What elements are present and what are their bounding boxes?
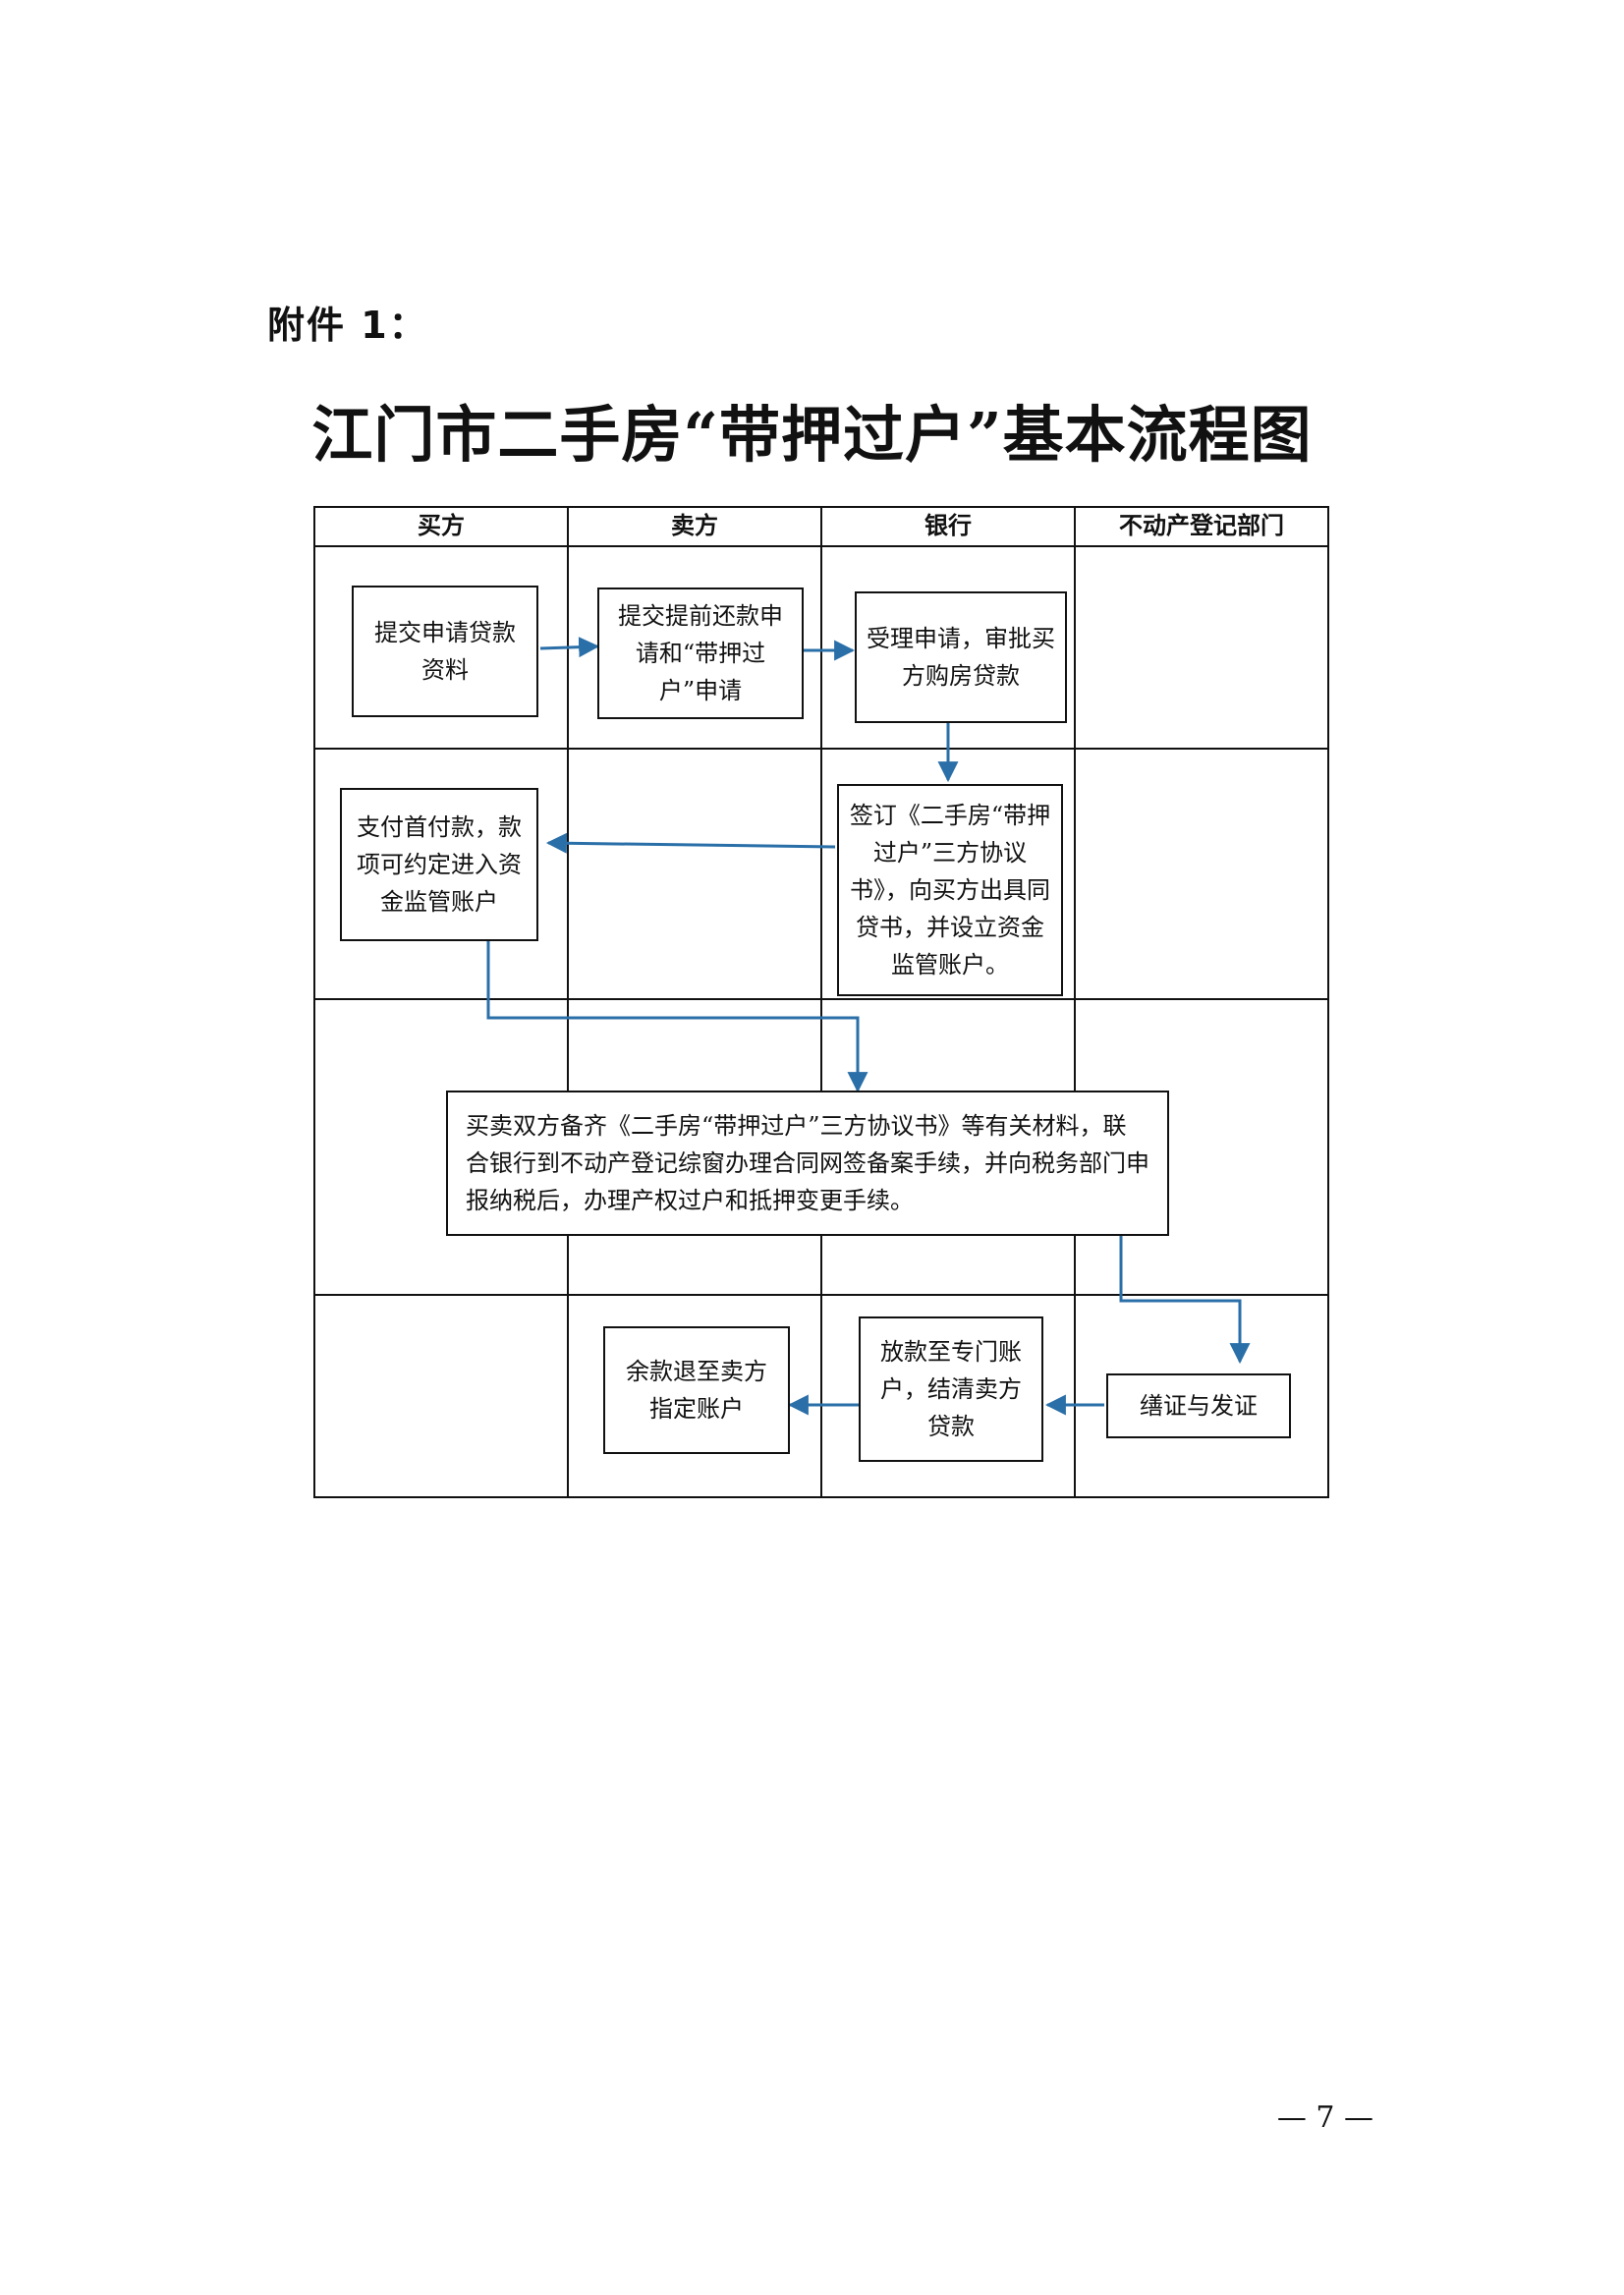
- page-number: — 7 —: [1276, 2100, 1373, 2135]
- step-text: 提交提前还款申请和“带押过户”申请: [618, 602, 783, 704]
- lane-header-buyer: 买方: [418, 511, 465, 539]
- step-seller-apply: 提交提前还款申请和“带押过户”申请: [597, 588, 804, 719]
- step-buyer-submit: 提交申请贷款资料: [352, 586, 538, 717]
- step-text: 支付首付款，款项可约定进入资金监管账户: [357, 813, 522, 916]
- step-bank-sign: 签订《二手房“带押过户”三方协议书》，向买方出具同贷书，并设立资金监管账户。: [837, 784, 1063, 996]
- step-text: 签订《二手房“带押过户”三方协议书》，向买方出具同贷书，并设立资金监管账户。: [849, 802, 1051, 979]
- step-bank-release: 放款至专门账户，结清卖方贷款: [859, 1316, 1043, 1462]
- step-text: 提交申请贷款资料: [374, 619, 516, 684]
- lane-header-bank: 银行: [924, 511, 972, 539]
- step-text: 放款至专门账户，结清卖方贷款: [880, 1338, 1022, 1440]
- lane-header-registry: 不动产登记部门: [1119, 511, 1284, 539]
- step-buyer-pay: 支付首付款，款项可约定进入资金监管账户: [340, 788, 538, 941]
- step-joint-register: 买卖双方备齐《二手房“带押过户”三方协议书》等有关材料，联合银行到不动产登记综窗…: [446, 1091, 1169, 1236]
- attachment-label: 附件 1：: [267, 304, 428, 347]
- arrow-pay-to-register: [486, 941, 868, 1093]
- page-title: 江门市二手房“带押过户”基本流程图: [311, 399, 1313, 471]
- step-text: 受理申请，审批买方购房贷款: [867, 625, 1055, 690]
- step-registry-issue: 缮证与发证: [1106, 1373, 1291, 1438]
- arrow-sign-to-pay: [545, 832, 836, 854]
- step-bank-approve: 受理申请，审批买方购房贷款: [855, 591, 1067, 723]
- arrow-register-to-issue: [1119, 1234, 1251, 1365]
- step-text: 余款退至卖方指定账户: [626, 1358, 767, 1423]
- arrow-buyer-to-seller: [539, 637, 600, 658]
- step-text: 缮证与发证: [1140, 1392, 1258, 1420]
- step-seller-refund: 余款退至卖方指定账户: [603, 1326, 790, 1454]
- step-text: 买卖双方备齐《二手房“带押过户”三方协议书》等有关材料，联合银行到不动产登记综窗…: [466, 1112, 1149, 1214]
- lane-header-seller: 卖方: [671, 511, 718, 539]
